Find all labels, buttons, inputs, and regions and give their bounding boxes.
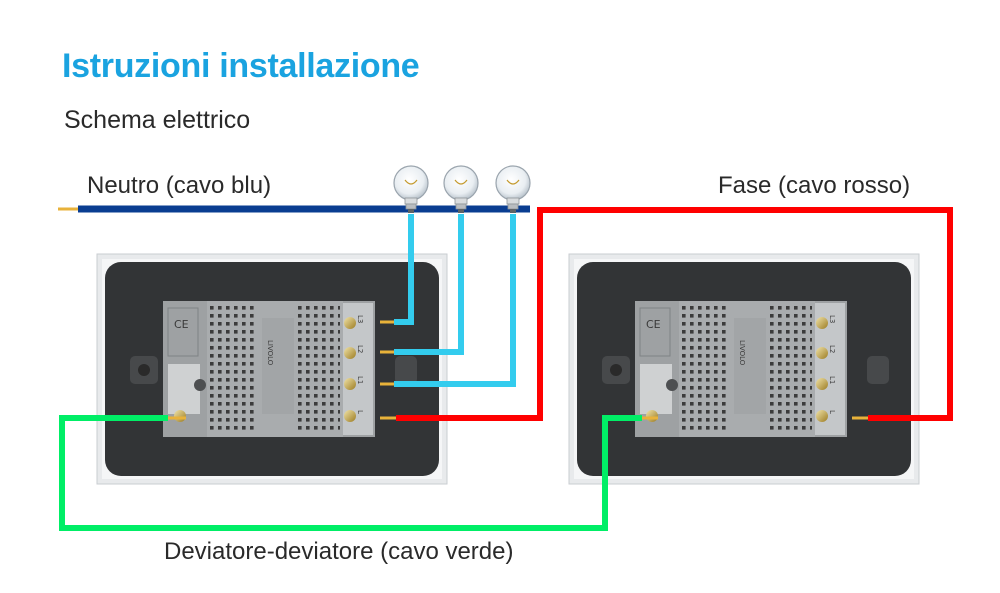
neutral-wire-label: Neutro (cavo blu) [87,172,272,199]
switch-2-adjust-screw [666,379,678,391]
switch-2: LIVOLO CE L3 L2 L1 L [568,253,920,485]
switch-1-bracket [168,364,200,414]
phase-wire-label: Fase (cavo rosso) [718,172,911,199]
bulbs [393,165,531,213]
switch-1-spec-label [262,318,294,414]
switch-1: LIVOLO CE L3 L2 L1 L [96,253,448,485]
switch-1-label-l2: L2 [356,345,364,353]
switch-1-terminal-traveler [174,410,186,422]
traveler-wire [59,415,642,531]
switch-1-terminal-labels: L3 L2 L1 L [356,315,364,414]
load-wire-l2 [394,214,464,355]
switch-2-brand-text: LIVOLO [738,340,746,366]
switch-1-terminal-screws [174,317,356,422]
switch-1-terminal-l3 [344,317,356,329]
traveler-wire-label: Deviatore-deviatore (cavo verde) [164,538,514,565]
switch-2-screw-hole-left [610,364,622,376]
switch-1-adjust-screw [194,379,206,391]
switch-2-mount-hole-right [867,356,889,384]
load-wire-l3 [394,214,414,325]
switch-2-ce-plate [639,307,671,357]
switch-1-mount-hole-right [395,356,417,384]
page-title: Istruzioni installazione [62,47,420,85]
wires [58,205,953,531]
switch-2-label-l: L [828,410,836,414]
switch-2-terminal-l1 [816,378,828,390]
switch-1-label-l: L [356,410,364,414]
switch-2-label-l3: L3 [828,315,836,323]
switch-1-ce-mark: CE [174,318,189,331]
switch-1-vent-right [298,306,340,432]
switch-1-ce-plate [167,307,199,357]
switch-2-module: LIVOLO CE L3 L2 L1 L [635,301,847,437]
phase-wire [396,207,953,421]
switch-2-bracket [640,364,672,414]
switch-1-terminal-l1 [344,378,356,390]
switch-1-vent-left [210,306,258,432]
switch-1-label-l1: L1 [356,376,364,384]
lamp-3-icon [495,165,531,213]
switch-2-spec-label [734,318,766,414]
switch-1-module: LIVOLO CE L3 L2 L1 L [163,301,375,437]
switch-2-terminal-l2 [816,347,828,359]
switch-2-terminal-l [816,410,828,422]
lamp-1-icon [393,165,429,213]
lamp-2-icon [443,165,479,213]
switch-1-terminal-l [344,410,356,422]
switch-1-brand-text: LIVOLO [266,340,274,366]
switch-1-terminal-l2 [344,347,356,359]
switch-2-vent-left [682,306,730,432]
switch-2-vent-right [770,306,812,432]
switch-2-label-l2: L2 [828,345,836,353]
diagram-subtitle: Schema elettrico [64,106,251,134]
switch-2-label-l1: L1 [828,376,836,384]
switch-1-label-l3: L3 [356,315,364,323]
switch-2-terminal-l3 [816,317,828,329]
load-wire-l1 [394,214,516,387]
switch-2-terminal-traveler [646,410,658,422]
switch-1-screw-hole-left [138,364,150,376]
switch-2-ce-mark: CE [646,318,661,331]
switch-2-terminal-labels: L3 L2 L1 L [828,315,836,414]
